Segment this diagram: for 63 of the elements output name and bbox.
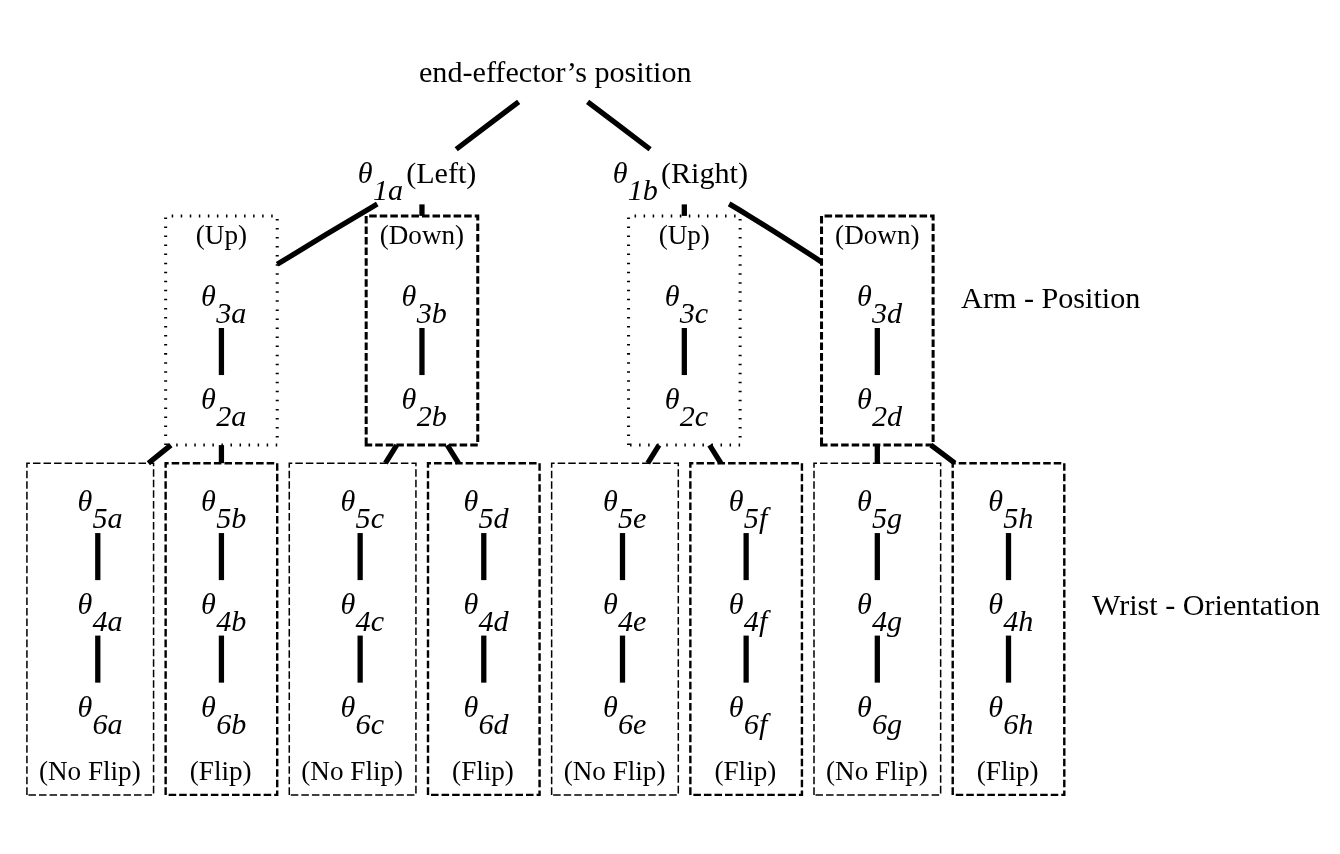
connector	[218, 533, 225, 581]
connector	[681, 328, 687, 376]
connector	[681, 204, 687, 216]
connector	[481, 635, 487, 683]
connector	[419, 328, 425, 376]
node-label: (Flip)	[189, 756, 252, 787]
connector	[619, 635, 626, 683]
cluster	[364, 214, 480, 447]
connector	[874, 533, 880, 581]
connector	[1005, 635, 1012, 683]
connector	[874, 328, 880, 376]
connector	[95, 533, 101, 581]
cluster	[288, 462, 417, 796]
connector	[383, 443, 399, 465]
cluster	[951, 462, 1066, 797]
cluster	[164, 462, 279, 797]
node-label: (Left)	[406, 155, 477, 190]
connector	[419, 204, 425, 216]
node-label: (No Flip)	[38, 756, 141, 787]
node-label: (Down)	[379, 219, 465, 250]
connector	[874, 635, 880, 683]
cluster	[164, 214, 279, 447]
connector	[357, 635, 363, 683]
label: Wrist - Orientation	[1091, 588, 1321, 623]
connector	[645, 443, 662, 465]
connector	[445, 443, 461, 465]
node-label: (Right)	[660, 155, 749, 190]
connector	[743, 533, 749, 581]
connector	[929, 443, 957, 466]
cluster	[550, 462, 680, 796]
connector	[218, 635, 225, 683]
node-label: (Down)	[835, 219, 920, 250]
connector	[743, 635, 749, 683]
connector	[218, 445, 225, 464]
connector	[481, 533, 487, 581]
node-label: (Up)	[195, 219, 248, 250]
connector	[586, 99, 652, 152]
connector	[454, 99, 521, 152]
cluster	[813, 462, 942, 796]
connector	[619, 533, 626, 581]
connector	[874, 445, 880, 464]
node-text: end-effector’s position	[418, 54, 692, 89]
connector	[1005, 533, 1012, 581]
node-label: (No Flip)	[563, 756, 666, 787]
connector	[218, 328, 225, 376]
connector	[357, 533, 363, 581]
connector	[146, 443, 173, 466]
cluster	[26, 462, 155, 796]
label: Arm - Position	[961, 280, 1141, 315]
connector	[727, 201, 823, 265]
connector	[95, 635, 101, 683]
connector	[275, 201, 379, 267]
connector	[707, 443, 724, 465]
cluster	[627, 214, 742, 447]
node-label: (Up)	[658, 219, 710, 250]
cluster	[689, 462, 804, 797]
node-label: (Flip)	[452, 756, 514, 787]
node-label: (Flip)	[976, 756, 1039, 787]
cluster	[426, 462, 541, 797]
cluster	[820, 214, 935, 447]
node-label: (Flip)	[714, 756, 777, 787]
node-label: (No Flip)	[301, 756, 404, 787]
node-label: (No Flip)	[826, 756, 928, 787]
